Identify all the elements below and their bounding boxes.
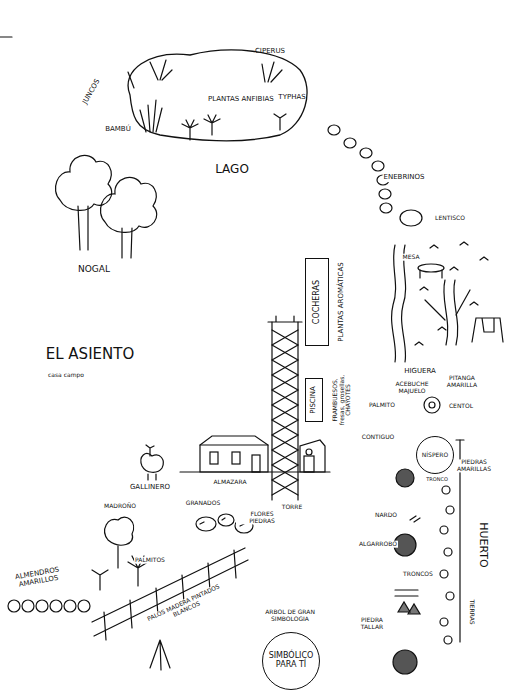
map-label: CENTOL (448, 403, 474, 410)
node-text: PISCINA (310, 386, 318, 414)
map-label: FRAMBUESOS, fresas, grosellas, CHAYOTES (332, 369, 352, 431)
map-label: BAMBÚ (104, 126, 132, 134)
map-label: PIEDRA TALLAR (351, 617, 393, 630)
map-label: NOGAL (77, 265, 111, 275)
map-label: ACEBUCHE MAJUELO (386, 381, 438, 394)
map-label: PALMITOS (134, 557, 166, 564)
map-label: PALMITO (368, 402, 396, 409)
map-label: LAGO (214, 163, 250, 176)
map-label: GRANADOS (185, 500, 221, 507)
map-label: ARBOL DE GRAN SIMBOLOGIA (249, 609, 331, 622)
lake-outline (118, 45, 313, 145)
map-label: LENTISCO (434, 215, 466, 222)
node-text: NÍSPERO (422, 452, 448, 459)
map-label: TORRE (281, 504, 304, 511)
map-label: TYPHAS (277, 94, 306, 102)
map-label: MADROÑO (103, 503, 137, 510)
map-label: PITANGA AMARILLA (434, 375, 491, 388)
map-label: TIERRAS (469, 598, 476, 625)
lake-shore (128, 50, 307, 141)
map-label: HIGUERA (403, 368, 437, 376)
map-label: NARDO (374, 512, 398, 519)
circle-node: NÍSPERO (416, 436, 454, 474)
map-label: TRONCO (425, 477, 449, 483)
map-label: ALGARROBO (358, 541, 398, 548)
lake-region: PLANTAS ANFIBIAS (118, 45, 313, 145)
map-label: casa campo (47, 372, 85, 379)
map-label: JUNCOS (81, 77, 102, 106)
map-label: HUERTO (477, 521, 489, 569)
map-label: EL ASIENTO (45, 346, 135, 363)
map-label: CONTIGUO (361, 434, 396, 441)
building-box: PISCINA (305, 378, 323, 422)
node-text: PLANTAS ANFIBIAS (201, 96, 281, 104)
circle-node: SIMBÓLICO PARA TÍ (262, 632, 320, 690)
map-label: GALLINERO (129, 484, 171, 492)
map-label: FLORES PIEDRAS (236, 511, 288, 524)
map-label: TRONCOS (402, 571, 434, 578)
node-text: COCHERAS (313, 280, 322, 324)
map-label: ENEBRINOS (382, 174, 425, 182)
map-label: ALMENDROS AMARILLOS (1, 564, 75, 592)
map-label: MESA (402, 254, 421, 261)
building-box: COCHERAS (305, 258, 329, 346)
map-label: PIEDRAS AMARILLAS (448, 459, 500, 472)
map-label: ALMAZARA (213, 479, 248, 486)
node-text: SIMBÓLICO PARA TÍ (268, 652, 314, 670)
map-label: PLANTAS AROMÁTICAS (338, 261, 346, 342)
